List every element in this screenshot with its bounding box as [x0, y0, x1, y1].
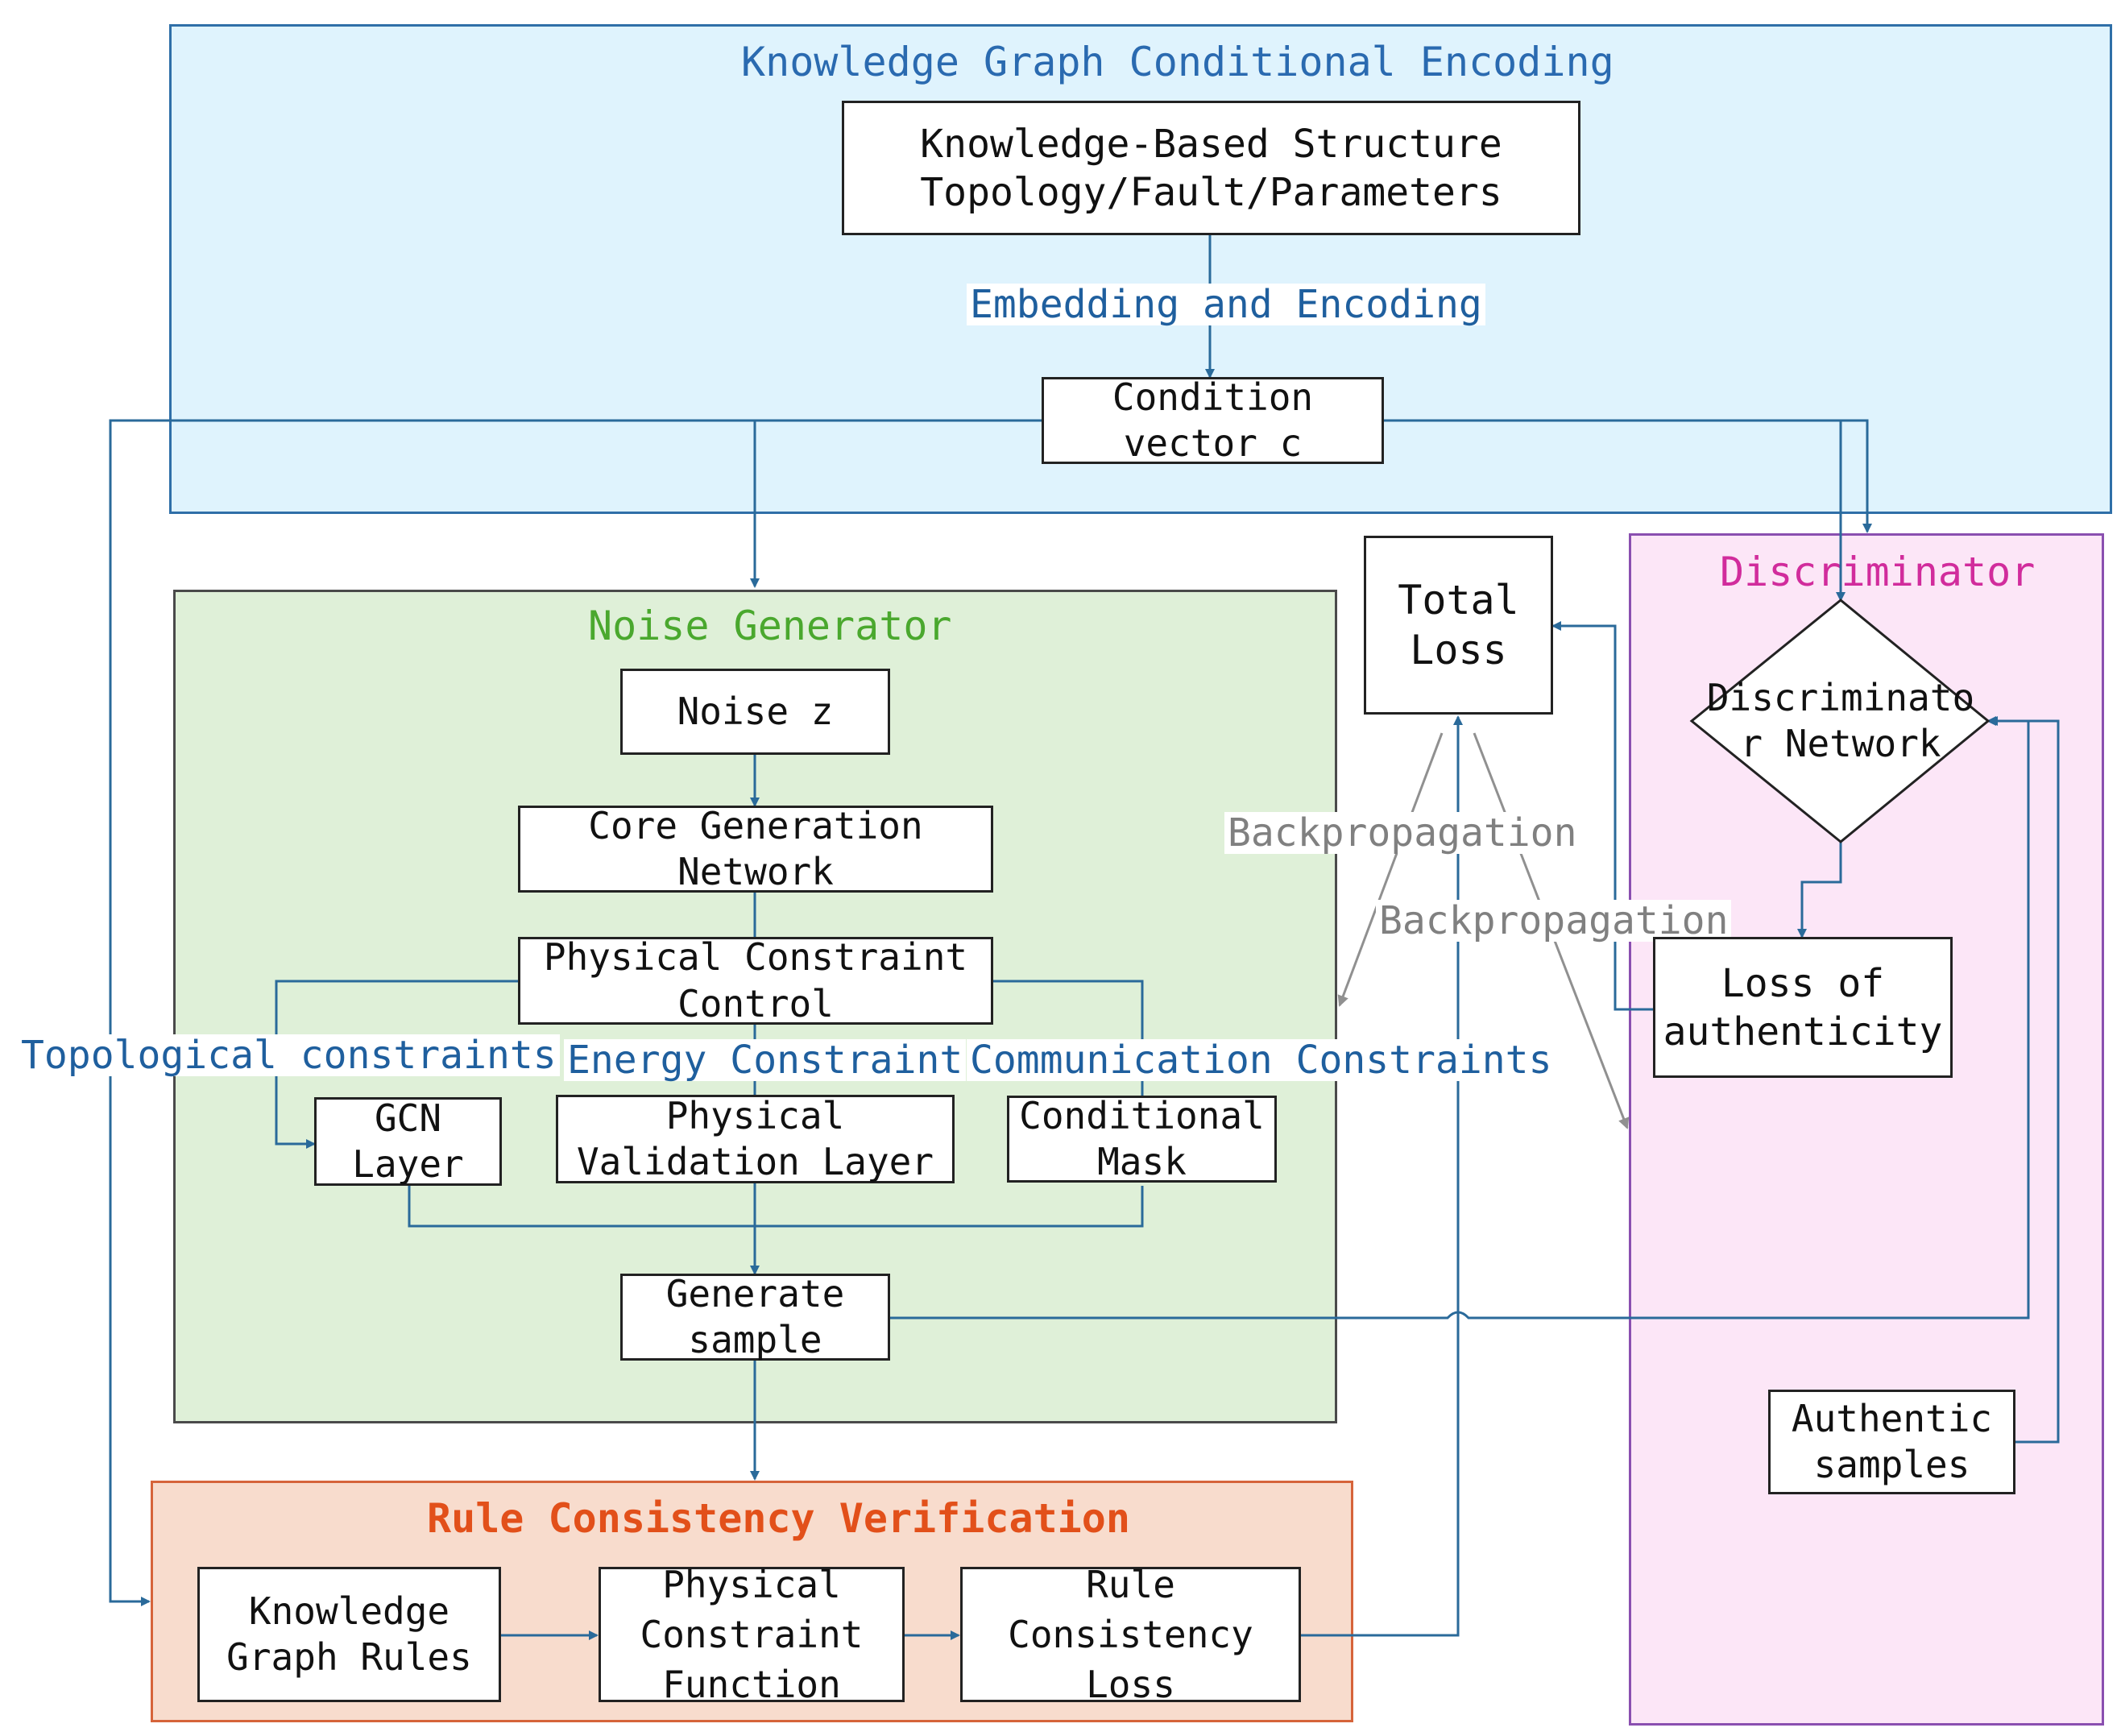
- rule-consistency-loss-node: Rule Consistency Loss: [960, 1563, 1301, 1706]
- total-loss-node: Total Loss: [1364, 536, 1553, 715]
- kb-structure-node: Knowledge-Based Structure Topology/Fault…: [842, 101, 1580, 235]
- kg-encoding-title: Knowledge Graph Conditional Encoding: [741, 39, 1614, 85]
- discriminator-diamond: [1689, 599, 1991, 843]
- edge-generate-to-discriminator: [890, 716, 2030, 1320]
- core-generation-network-node: Core Generation Network: [518, 804, 993, 893]
- physical-validation-layer-node: Physical Validation Layer: [556, 1094, 955, 1183]
- condition-vector-node: Condition vector c: [1042, 375, 1384, 465]
- topological-constraints-label: Topological constraints: [18, 1034, 560, 1076]
- edge-condition-to-generator: [750, 419, 1042, 588]
- edge-disc-to-loss: [1797, 842, 1842, 938]
- rule-verification-title: Rule Consistency Verification: [427, 1495, 1130, 1542]
- conditional-mask-node: Conditional Mask: [1007, 1094, 1277, 1183]
- loss-of-authenticity-node: Loss of authenticity: [1653, 937, 1953, 1078]
- edge-gcn-to-generate: [408, 1186, 1144, 1228]
- embedding-label: Embedding and Encoding: [967, 284, 1485, 325]
- noise-z-node: Noise z: [620, 669, 890, 755]
- noise-generator-title: Noise Generator: [588, 603, 952, 649]
- edge-condition-to-discriminator: [1384, 419, 1872, 533]
- energy-constraint-label: Energy Constraint: [564, 1039, 967, 1081]
- discriminator-title: Discriminator: [1720, 549, 2036, 595]
- edge-rule-loss-to-total: [1301, 715, 1463, 1637]
- gcn-layer-node: GCN Layer: [314, 1096, 502, 1186]
- kg-rules-node: Knowledge Graph Rules: [197, 1567, 501, 1702]
- generate-sample-node: Generate sample: [620, 1272, 890, 1361]
- physical-constraint-function-node: Physical Constraint Function: [599, 1563, 905, 1706]
- edge-loss-to-total: [1551, 621, 1653, 1011]
- discriminator-network-node: Discriminato r Network: [1706, 675, 1975, 766]
- communication-constraints-label: Communication Constraints: [967, 1039, 1556, 1081]
- physical-constraint-control-node: Physical Constraint Control: [518, 935, 993, 1025]
- edge-authentic-to-discriminator: [1988, 716, 2060, 1444]
- edge-condition-to-rules: [109, 419, 1042, 1606]
- backpropagation-label-1: Backpropagation: [1224, 812, 1580, 854]
- backpropagation-label-2: Backpropagation: [1376, 900, 1732, 942]
- backprop-arrow-to-generator: [1337, 732, 1444, 1007]
- authentic-samples-node: Authentic samples: [1768, 1390, 2015, 1494]
